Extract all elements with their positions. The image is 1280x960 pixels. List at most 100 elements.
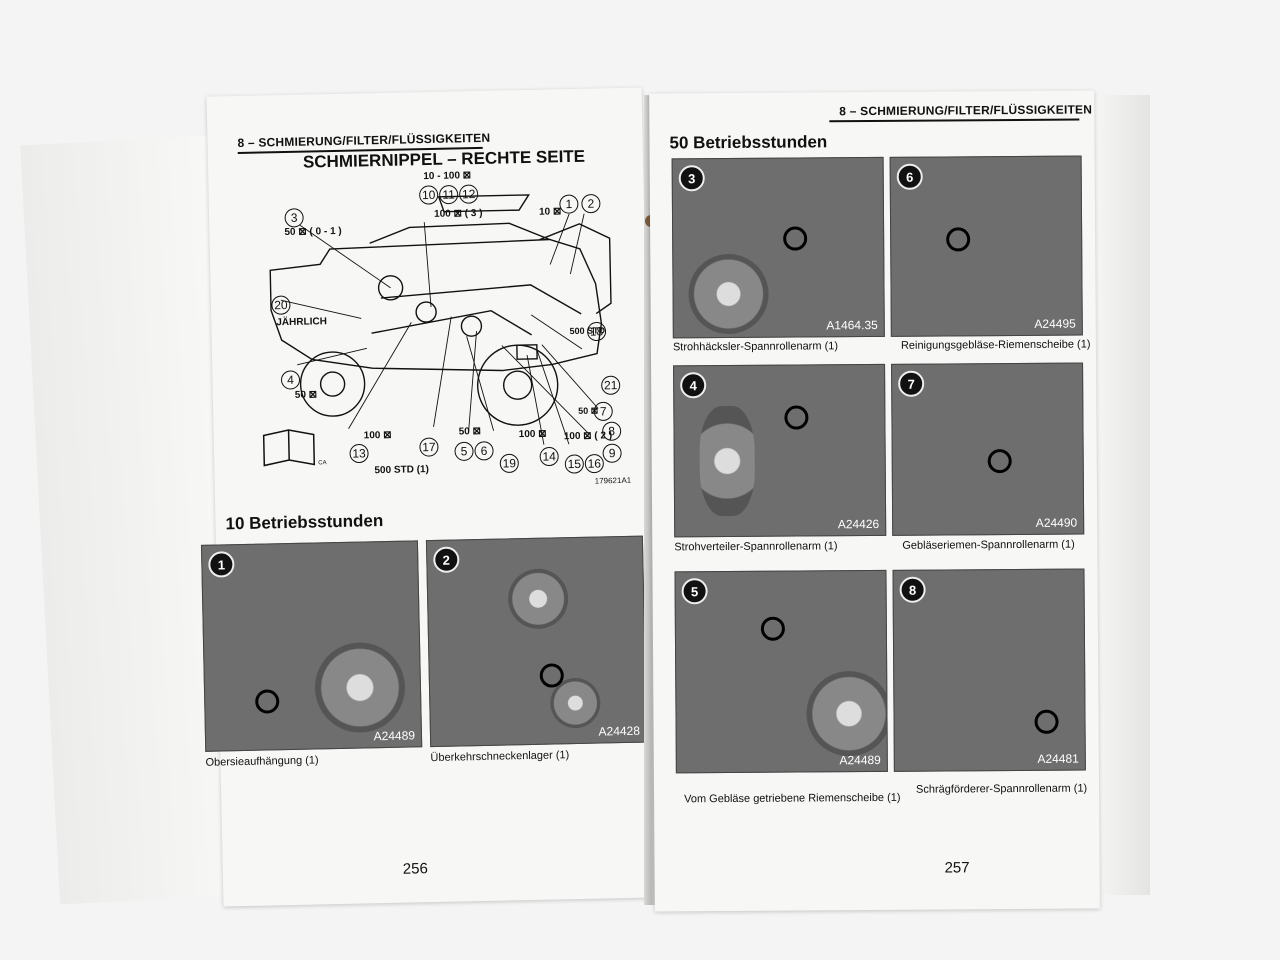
pulley-image [806, 670, 888, 757]
pulley-a [415, 301, 437, 323]
svg-text:1: 1 [565, 197, 572, 211]
svg-text:21: 21 [604, 378, 618, 392]
photo-code: A24426 [837, 516, 880, 532]
rear-wheel-hub [319, 371, 346, 397]
grease-point-ring [1034, 709, 1059, 734]
cab-outline [539, 223, 612, 315]
photo-caption: Schrägförderer-Spannrollenarm (1) [915, 782, 1088, 796]
page-number: 257 [944, 859, 970, 877]
photo-number-badge: 3 [678, 165, 705, 192]
svg-text:10 - 100 ⊠: 10 - 100 ⊠ [423, 170, 471, 182]
grease-point-ring [784, 405, 809, 430]
manual-book-icon [262, 429, 316, 467]
svg-text:50 ⊠: 50 ⊠ [578, 406, 598, 416]
right-page: 8 – SCHMIERUNG/FILTER/FLÜSSIGKEITEN 50 B… [649, 90, 1100, 912]
grease-point-ring [760, 616, 785, 641]
right-header-rule [829, 118, 1080, 123]
svg-text:11: 11 [442, 187, 455, 201]
svg-text:500 STD (1): 500 STD (1) [374, 464, 429, 476]
svg-text:100 ⊠: 100 ⊠ [364, 430, 392, 442]
left-section-heading: 10 Betriebsstunden [225, 511, 384, 534]
photo-caption: Vom Gebläse getriebene Riemenscheibe (1) [684, 791, 901, 806]
svg-text:16: 16 [588, 456, 602, 470]
photo-code: A24490 [1035, 515, 1078, 530]
svg-text:14: 14 [542, 449, 556, 463]
svg-text:10: 10 [422, 188, 436, 202]
photo-number-badge: 1 [208, 551, 235, 578]
drive-belt-1 [380, 284, 582, 315]
pulley-b [460, 315, 483, 337]
svg-text:10 ⊠: 10 ⊠ [539, 206, 562, 217]
photo-caption: Strohverteiler-Spannrollenarm (1) [674, 540, 838, 554]
rear-wheel [299, 351, 366, 417]
pulley-image [688, 253, 769, 335]
photo-7: 7 A24490 [891, 362, 1085, 536]
combine-outline [269, 238, 603, 372]
photo-code: A1464.35 [826, 317, 878, 333]
photo-number-badge: 8 [899, 576, 926, 603]
gearbox [516, 344, 538, 360]
photo-3: 3 A1464.35 [671, 156, 885, 339]
svg-text:15: 15 [568, 457, 582, 471]
svg-text:2: 2 [587, 197, 594, 211]
svg-text:50 ⊠ ( 0 - 1 ): 50 ⊠ ( 0 - 1 ) [284, 226, 342, 238]
right-section-heading: 50 Betriebsstunden [669, 132, 828, 153]
svg-text:7: 7 [600, 404, 607, 418]
svg-text:20: 20 [274, 298, 288, 312]
svg-text:17: 17 [422, 440, 436, 454]
grease-point-ring [946, 227, 971, 252]
photo-code: A24481 [1037, 751, 1079, 766]
grain-tank-outline [369, 222, 550, 244]
svg-text:19: 19 [502, 456, 516, 470]
combine-lubrication-diagram: 10 - 100 ⊠ 100 ⊠ ( 3 ) 10 ⊠ 50 ⊠ ( 0 - 1… [262, 170, 632, 486]
grease-point-ring [783, 226, 808, 251]
left-page: 8 – SCHMIERUNG/FILTER/FLÜSSIGKEITEN SCHM… [200, 87, 659, 907]
photo-number-badge: 7 [898, 370, 925, 397]
photo-number-badge: 6 [896, 163, 923, 190]
photo-code: A24428 [598, 723, 641, 739]
pulley-c [377, 275, 404, 301]
photo-caption: Strohhäcksler-Spannrollenarm (1) [672, 340, 839, 354]
photo-8: 8 A24481 [892, 568, 1086, 772]
photo-caption: Obersieaufhängung (1) [205, 754, 319, 769]
svg-text:4: 4 [287, 373, 294, 387]
photo-caption: Überkehrschneckenlager (1) [430, 749, 570, 765]
photo-code: A24489 [373, 728, 416, 744]
page-number: 256 [402, 860, 428, 878]
grease-point-ring [987, 449, 1012, 474]
svg-text:JÄHRLICH: JÄHRLICH [276, 314, 327, 328]
photo-number-badge: 4 [680, 372, 707, 399]
svg-text:CA: CA [318, 460, 326, 466]
grease-point-ring [254, 689, 280, 714]
svg-text:100 ⊠: 100 ⊠ [519, 429, 547, 441]
svg-text:8: 8 [608, 424, 615, 438]
photo-number-badge: 5 [681, 578, 708, 605]
svg-text:6: 6 [481, 444, 488, 458]
photo-1: 1 A24489 [200, 540, 423, 752]
svg-text:50 ⊠: 50 ⊠ [295, 389, 318, 400]
svg-text:12: 12 [462, 187, 476, 201]
svg-text:50 ⊠: 50 ⊠ [459, 426, 482, 437]
right-page-stack [1090, 95, 1150, 895]
svg-text:179621A1: 179621A1 [595, 476, 632, 486]
svg-text:3: 3 [291, 211, 298, 225]
photo-code: A24495 [1034, 316, 1076, 331]
drive-belt-2 [371, 309, 532, 336]
photo-code: A24489 [839, 752, 881, 768]
svg-text:18: 18 [590, 324, 604, 338]
photo-2: 2 A24428 [425, 535, 648, 748]
pulley-image [314, 641, 406, 734]
photo-caption: Gebläseriemen-Spannrollenarm (1) [902, 538, 1075, 552]
svg-text:5: 5 [461, 444, 468, 458]
photo-caption: Reinigungsgebläse-Riemenscheibe (1) [900, 338, 1091, 352]
front-wheel-hub [502, 370, 533, 400]
svg-text:100 ⊠ ( 3 ): 100 ⊠ ( 3 ) [434, 208, 483, 220]
unloader-tube [437, 194, 530, 213]
photo-4: 4 A24426 [673, 363, 887, 538]
svg-text:13: 13 [352, 446, 366, 460]
svg-text:9: 9 [609, 446, 616, 460]
right-header: 8 – SCHMIERUNG/FILTER/FLÜSSIGKEITEN [839, 102, 1093, 119]
pulley-image [699, 405, 756, 517]
photo-5: 5 A24489 [674, 569, 888, 774]
